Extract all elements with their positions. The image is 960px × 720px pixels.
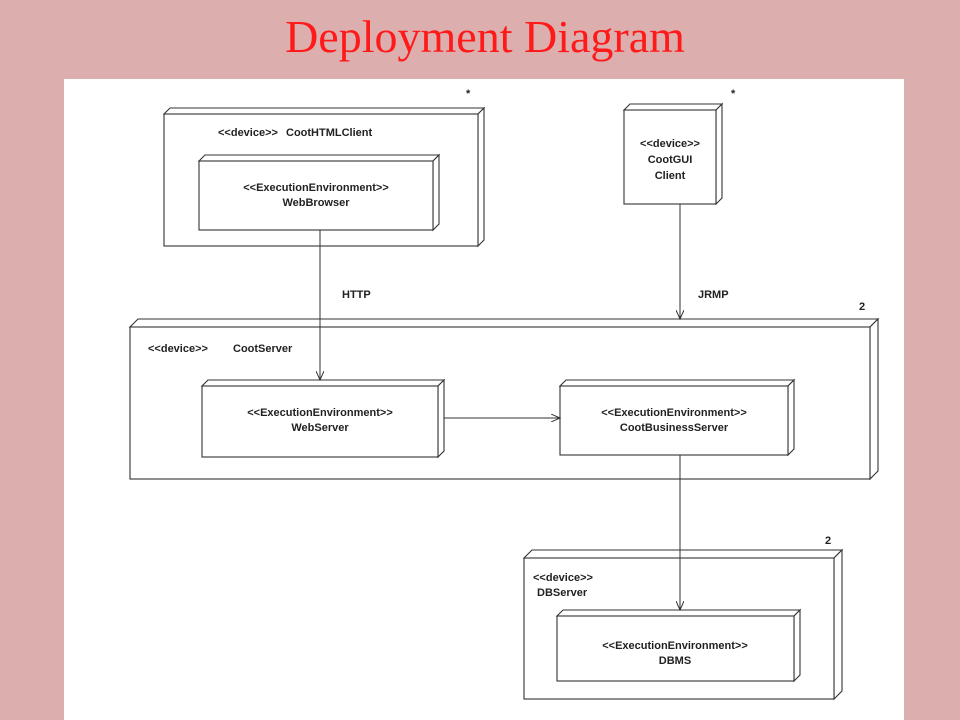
node-web-browser: <<ExecutionEnvironment>> WebBrowser <box>197 153 441 232</box>
db-server-multiplicity: 2 <box>825 535 831 547</box>
coot-html-client-stereotype: <<device>> <box>218 127 278 139</box>
web-server-name: WebServer <box>291 422 349 434</box>
db-server-name: DBServer <box>537 587 588 599</box>
coot-gui-client-name-line2: Client <box>655 170 686 182</box>
slide-title: Deployment Diagram <box>285 11 685 62</box>
dbms-stereotype: <<ExecutionEnvironment>> <box>602 640 748 652</box>
coot-server-name: CootServer <box>233 343 293 355</box>
coot-gui-client-name-line1: CootGUI <box>648 154 693 166</box>
jrmp-label: JRMP <box>698 289 729 301</box>
coot-business-server-stereotype: <<ExecutionEnvironment>> <box>601 407 747 419</box>
web-browser-name: WebBrowser <box>282 197 350 209</box>
node-dbms: <<ExecutionEnvironment>> DBMS <box>555 608 802 683</box>
coot-html-client-name: CootHTMLClient <box>286 127 372 139</box>
node-web-server: <<ExecutionEnvironment>> WebServer <box>200 378 446 459</box>
dbms-name: DBMS <box>659 655 691 667</box>
coot-server-multiplicity: 2 <box>859 301 865 313</box>
db-server-stereotype: <<device>> <box>533 572 593 584</box>
diagram-canvas: <<device>> CootHTMLClient * <<ExecutionE… <box>64 79 904 720</box>
http-label: HTTP <box>342 289 371 301</box>
coot-server-stereotype: <<device>> <box>148 343 208 355</box>
coot-html-client-multiplicity: * <box>466 88 471 100</box>
node-coot-gui-client: <<device>> CootGUI Client * <box>622 88 736 206</box>
coot-gui-client-multiplicity: * <box>731 88 736 100</box>
coot-business-server-name: CootBusinessServer <box>620 422 729 434</box>
coot-gui-client-stereotype: <<device>> <box>640 138 700 150</box>
web-server-stereotype: <<ExecutionEnvironment>> <box>247 407 393 419</box>
node-coot-business-server: <<ExecutionEnvironment>> CootBusinessSer… <box>558 378 796 457</box>
web-browser-stereotype: <<ExecutionEnvironment>> <box>243 182 389 194</box>
